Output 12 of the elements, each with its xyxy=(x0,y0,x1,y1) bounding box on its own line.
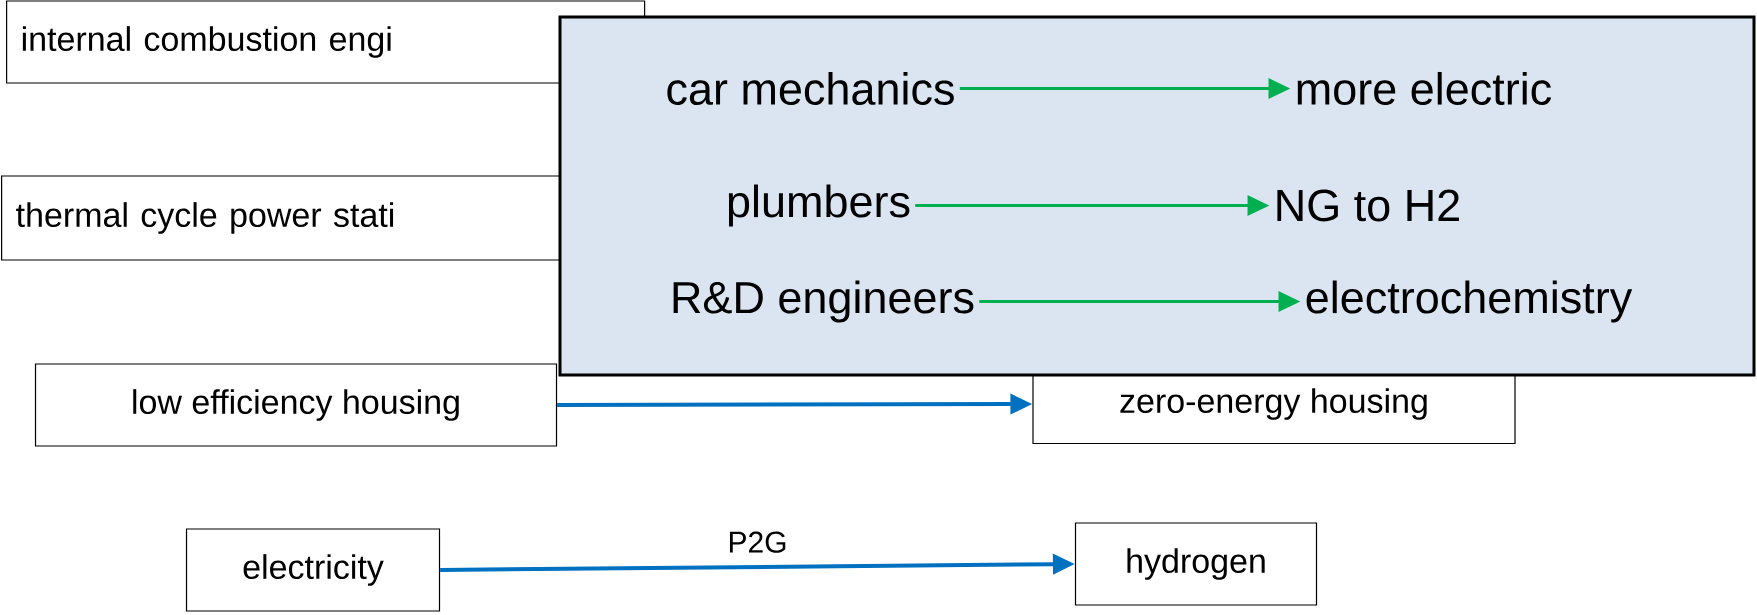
text-box: internal combustion engi xyxy=(6,0,646,84)
label-text: plumbers xyxy=(728,184,910,227)
text-box: hydrogen xyxy=(1074,522,1318,606)
text-box: electricity xyxy=(185,528,441,612)
overlay-panel xyxy=(558,15,1756,377)
label-text: more electric xyxy=(1297,71,1551,105)
label-text: electrochemistry xyxy=(1306,280,1633,323)
label-text: car mechanics xyxy=(667,71,954,105)
edge-label: P2G xyxy=(729,531,786,553)
text-box: low efficiency housing xyxy=(34,363,558,447)
label-text: NG to H2 xyxy=(1277,189,1459,222)
label-text: R&D engineers xyxy=(673,280,974,323)
